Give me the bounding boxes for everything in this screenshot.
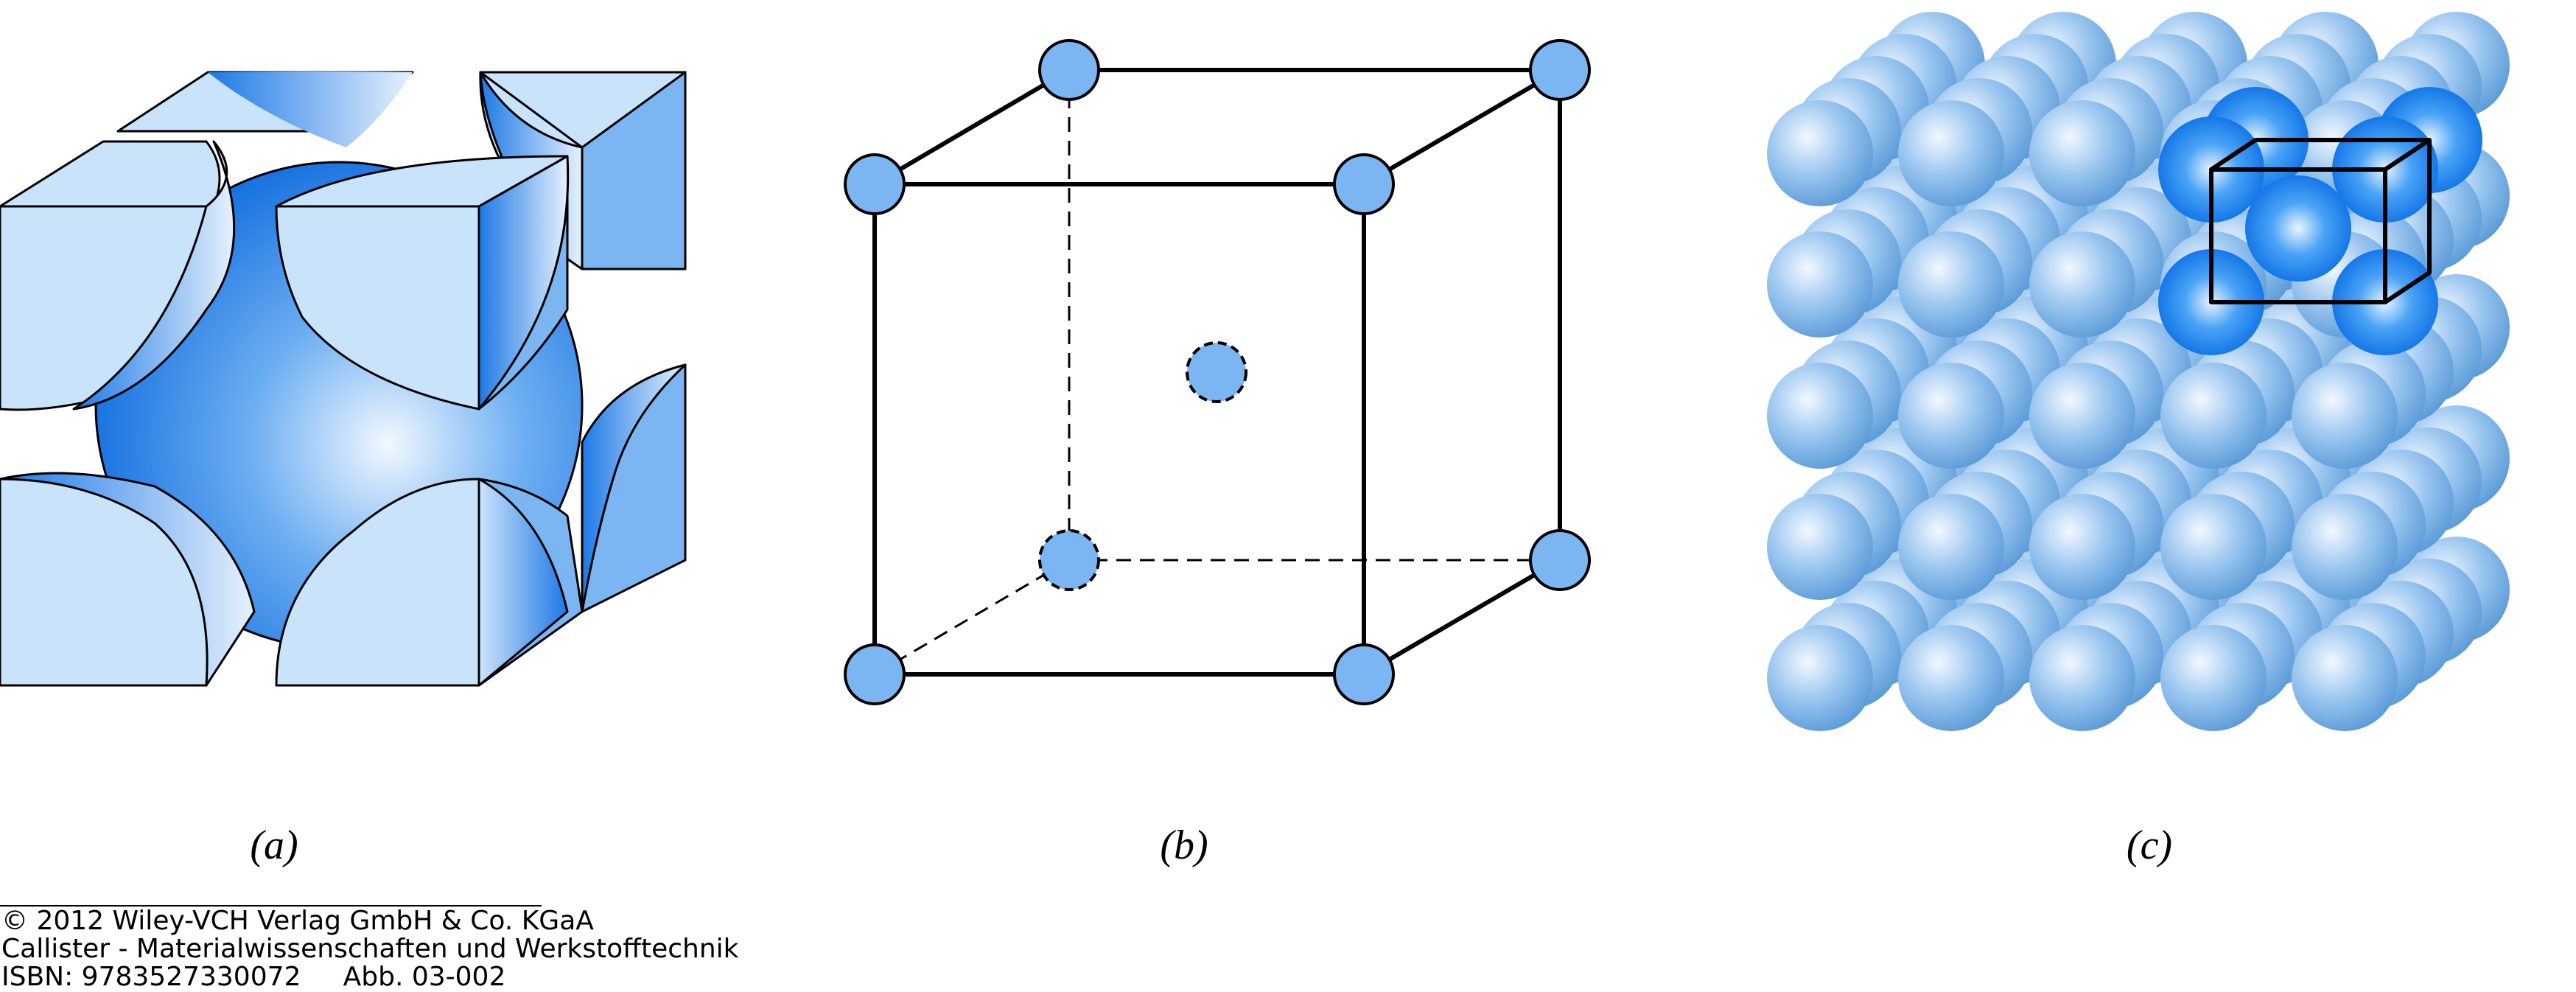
- corner-atom-front-top-left: [844, 153, 906, 215]
- credit-divider: [0, 905, 542, 907]
- lattice-atom: [2160, 625, 2267, 731]
- lattice-atom: [1898, 100, 2004, 206]
- lattice-atom: [1767, 494, 1873, 600]
- corner-atom-back-top-left: [1038, 39, 1100, 101]
- lattice-atom: [2292, 494, 2398, 600]
- panel-c-label: (c): [2126, 822, 2173, 868]
- corner-atom-front-bottom-left: [0, 472, 256, 687]
- lattice-atom: [2160, 363, 2267, 469]
- lattice-atom: [1898, 625, 2004, 731]
- panel-b-reduced-sphere-cell: [844, 39, 1591, 705]
- corner-atom-front-bottom-left: [844, 643, 906, 705]
- corner-atom-front-top-left: [0, 140, 236, 411]
- unit-cell-atom: [2245, 175, 2351, 282]
- corner-atoms: [844, 39, 1591, 705]
- unit-cell-outline: [2209, 138, 2432, 304]
- lattice-atom: [2029, 625, 2135, 731]
- lattice-atom: [1898, 231, 2004, 338]
- hidden-edges: [874, 70, 1560, 676]
- panel-b-label: (b): [1160, 822, 1208, 868]
- corner-atom-front-bottom-right: [1333, 643, 1395, 705]
- corner-atom-back-bottom-right: [1529, 529, 1591, 591]
- lattice-atom: [2029, 363, 2135, 469]
- corner-atom-front-bottom-right: [275, 478, 584, 687]
- lattice-atom: [2029, 494, 2135, 600]
- lattice-atom: [2029, 100, 2135, 206]
- panel-c-atom-aggregate: [1767, 12, 2510, 731]
- corner-atom-back-bottom-left: [1038, 529, 1100, 591]
- lattice-atom: [1767, 363, 1873, 469]
- lattice-atom: [2292, 363, 2398, 469]
- lattice-atom: [2029, 231, 2135, 338]
- corner-atom-front-top-right: [1333, 153, 1395, 215]
- lattice-atom: [1767, 625, 1873, 731]
- lattice-atom: [2160, 494, 2267, 600]
- lattice-atom: [2292, 625, 2398, 731]
- panel-a-hard-sphere-cell: [0, 71, 687, 687]
- corner-atom-back-bottom-right: [581, 363, 687, 613]
- visible-edges: [872, 68, 1562, 677]
- isbn-figure-line: ISBN: 9783527330072 Abb. 03-002: [1, 962, 506, 992]
- corner-atom-back-top-right: [1529, 39, 1591, 101]
- book-title-line: Callister - Materialwissenschaften und W…: [1, 934, 739, 964]
- lattice-atom: [1767, 100, 1873, 206]
- corner-atom-front-top-right: [275, 155, 570, 411]
- panel-a-label: (a): [250, 822, 298, 868]
- copyright-line: © 2012 Wiley-VCH Verlag GmbH & Co. KGaA: [1, 906, 594, 936]
- lattice-atom: [1898, 363, 2004, 469]
- body-center-atom: [1186, 341, 1247, 403]
- corner-atom-back-top-left: [116, 71, 414, 147]
- lattice-atom: [1898, 494, 2004, 600]
- lattice-atom: [1767, 231, 1873, 338]
